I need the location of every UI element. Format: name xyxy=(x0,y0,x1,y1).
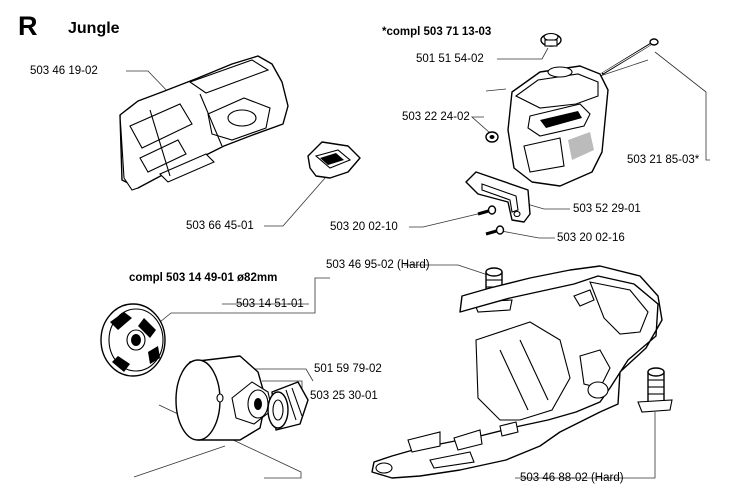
screw-a-part xyxy=(477,205,497,216)
clutch-drum-part xyxy=(175,355,273,441)
page-title: Jungle xyxy=(68,20,120,37)
label-buffer-hard-bottom: 503 46 88-02 (Hard) xyxy=(520,472,624,484)
crankcase-part xyxy=(371,265,663,479)
buffer-hard-bottom-part xyxy=(637,367,673,413)
label-bearing: 501 59 79-02 xyxy=(314,363,382,375)
label-buffer-hard-top: 503 46 95-02 (Hard) xyxy=(326,259,430,271)
label-plug: 501 51 54-02 xyxy=(416,53,484,65)
label-screw-a: 503 20 02-10 xyxy=(330,221,398,233)
label-cover-plate: 503 66 45-01 xyxy=(186,220,254,232)
label-cover-kit: *compl 503 71 13-03 xyxy=(382,26,492,38)
filter-cover-part xyxy=(507,65,609,187)
bracket-part xyxy=(465,171,531,223)
label-screw-b: 503 20 02-16 xyxy=(557,232,625,244)
label-nut: 503 22 24-02 xyxy=(402,111,470,123)
screw-b-part xyxy=(485,225,505,236)
clutch-part xyxy=(100,303,166,377)
plug-part xyxy=(540,32,562,47)
cover-plate-part xyxy=(307,141,361,179)
nut-part xyxy=(485,131,499,143)
label-clutch-drum: 503 25 30-01 xyxy=(310,390,378,402)
bearing-part xyxy=(267,381,309,431)
chain-brake-cover-part xyxy=(119,55,289,191)
label-chain-brake-cover: 503 46 19-02 xyxy=(30,65,98,77)
label-rod: 503 21 85-03* xyxy=(627,154,700,166)
label-bracket: 503 52 29-01 xyxy=(573,203,641,215)
section-letter: R xyxy=(18,11,38,41)
label-clutch: 503 14 51-01 xyxy=(236,298,304,310)
rod-part xyxy=(601,38,659,76)
label-clutch-kit: compl 503 14 49-01 ø82mm xyxy=(129,272,278,284)
